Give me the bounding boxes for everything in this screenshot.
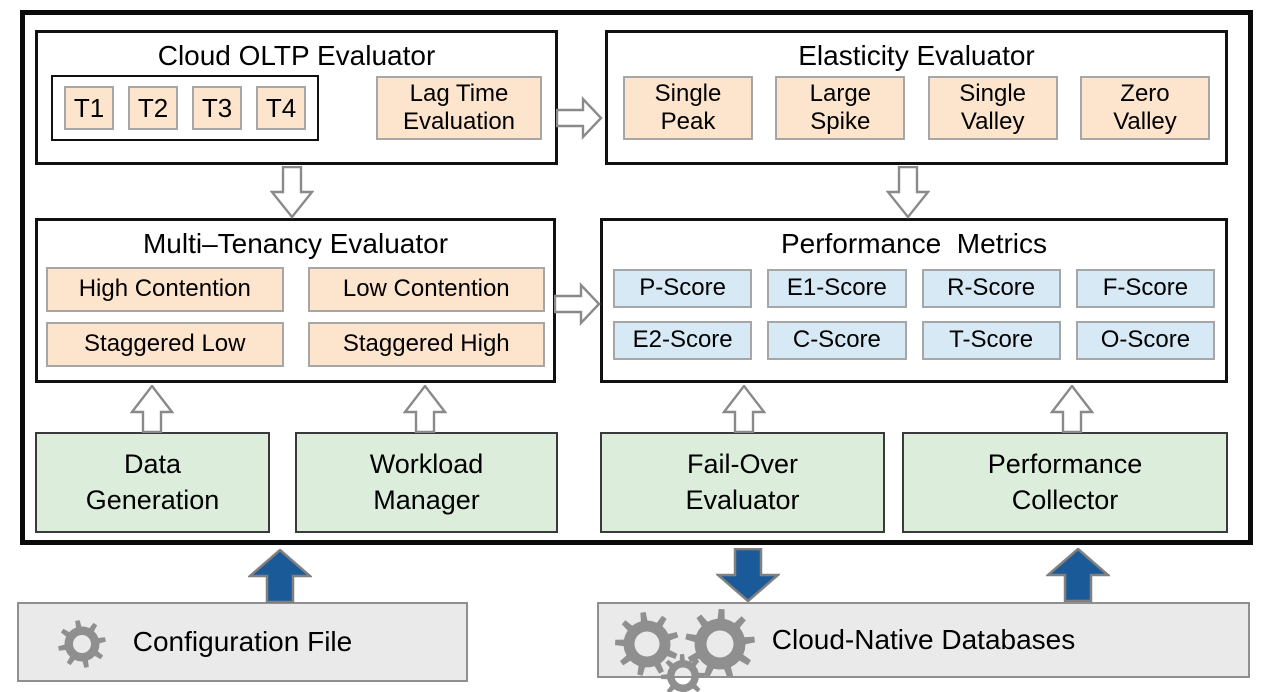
multi-tenancy-evaluator-box: Multi–Tenancy Evaluator High Contention … (35, 218, 556, 383)
zero-valley-chip: Zero Valley (1079, 76, 1210, 140)
performance-metrics-box: Performance Metrics P-Score E1-Score R-S… (600, 218, 1228, 383)
staggered-low-chip: Staggered Low (46, 322, 284, 367)
cloud-native-databases-box: Cloud-Native Databases (597, 602, 1250, 692)
arrow-framework-to-databases-icon (716, 548, 780, 602)
cloud-oltp-evaluator-box: Cloud OLTP Evaluator T1 T2 T3 T4 Lag Tim… (35, 30, 558, 165)
elasticity-evaluator-title: Elasticity Evaluator (798, 40, 1035, 71)
arrow-databases-to-framework-icon (1046, 548, 1110, 602)
e2-score-chip: E2-Score (613, 321, 753, 360)
e1-score-chip: E1-Score (767, 269, 907, 308)
performance-collector-box: Performance Collector (902, 432, 1228, 533)
configuration-file-box: Configuration File (17, 602, 468, 682)
large-spike-chip: Large Spike (775, 76, 906, 140)
gear-icon (58, 620, 106, 668)
single-peak-chip: Single Peak (623, 76, 753, 140)
single-valley-chip: Single Valley (927, 76, 1058, 140)
metrics-content-grid: P-Score E1-Score R-Score F-Score E2-Scor… (603, 262, 1225, 360)
arrow-datagen-to-tenancy-icon (130, 385, 174, 433)
f-score-chip: F-Score (1075, 269, 1215, 308)
workload-manager-box: Workload Manager (295, 432, 558, 533)
arrow-oltp-to-tenancy-icon (270, 166, 314, 219)
fail-over-evaluator-box: Fail-Over Evaluator (600, 432, 885, 533)
elasticity-evaluator-box: Elasticity Evaluator Single Peak Large S… (605, 30, 1228, 165)
high-contention-chip: High Contention (46, 267, 284, 312)
c-score-chip: C-Score (767, 321, 907, 360)
multi-tenancy-evaluator-title: Multi–Tenancy Evaluator (142, 228, 449, 259)
performance-metrics-title: Performance Metrics (780, 228, 1048, 259)
cloud-native-databases-label: Cloud-Native Databases (771, 624, 1076, 655)
elasticity-content-row: Single Peak Large Spike Single Valley Ze… (608, 74, 1225, 140)
r-score-chip: R-Score (921, 269, 1061, 308)
arrow-elasticity-to-metrics-icon (886, 166, 930, 219)
staggered-high-chip: Staggered High (307, 322, 545, 367)
arrow-tenancy-to-metrics-icon (554, 282, 601, 326)
arrow-failover-to-metrics-icon (722, 385, 766, 433)
arrow-oltp-to-elasticity-icon (556, 96, 603, 140)
tenant-t1-chip: T1 (64, 86, 114, 130)
oltp-content-row: T1 T2 T3 T4 Lag Time Evaluation (38, 74, 555, 141)
p-score-chip: P-Score (613, 269, 753, 308)
cloud-oltp-evaluator-title: Cloud OLTP Evaluator (157, 40, 436, 71)
configuration-file-label: Configuration File (132, 626, 353, 657)
t-score-chip: T-Score (921, 321, 1061, 360)
lag-time-evaluation-chip: Lag Time Evaluation (376, 76, 542, 140)
tenant-t4-chip: T4 (256, 86, 306, 130)
gears-icon (615, 609, 755, 692)
lag-time-line2: Evaluation (402, 108, 516, 135)
tenant-t2-chip: T2 (128, 86, 178, 130)
arrow-workload-to-tenancy-icon (403, 385, 447, 433)
tenancy-content-grid: High Contention Low Contention Staggered… (38, 262, 553, 367)
arrow-perfcollector-to-metrics-icon (1050, 385, 1094, 433)
low-contention-chip: Low Contention (307, 267, 545, 312)
lag-time-line1: Lag Time (409, 79, 509, 107)
data-generation-box: Data Generation (35, 432, 270, 533)
o-score-chip: O-Score (1075, 321, 1215, 360)
tenant-group-box: T1 T2 T3 T4 (51, 75, 319, 141)
arrow-configfile-to-framework-icon (248, 549, 312, 603)
tenant-t3-chip: T3 (192, 86, 242, 130)
